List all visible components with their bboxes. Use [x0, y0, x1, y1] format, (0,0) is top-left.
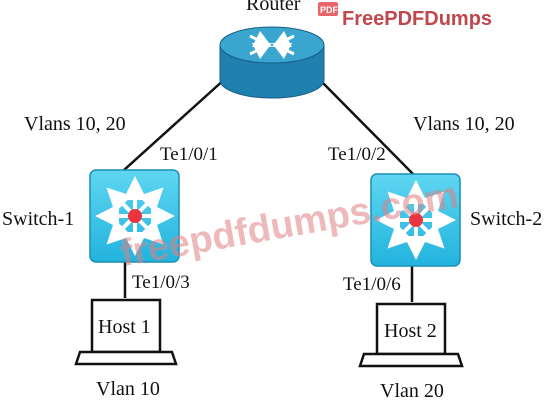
port-te101-label: Te1/0/1: [160, 144, 218, 165]
switch2-label: Switch-2: [470, 208, 542, 230]
link-router-switch2: [317, 77, 416, 177]
watermark-badge: PDF: [320, 5, 339, 15]
port-te103-label: Te1/0/3: [132, 272, 190, 293]
router-label: Router: [246, 0, 301, 15]
switch2-icon: [370, 173, 461, 267]
link-router-switch1: [123, 77, 227, 171]
router-icon: [219, 26, 325, 99]
host2-laptop-icon: [358, 302, 464, 368]
link-left-vlans-label: Vlans 10, 20: [24, 113, 126, 135]
switch1-icon: [89, 169, 180, 263]
host1-vlan-label: Vlan 10: [96, 378, 160, 400]
host2-vlan-label: Vlan 20: [380, 380, 444, 400]
port-te102-label: Te1/0/2: [328, 144, 386, 165]
host2-label: Host 2: [384, 320, 437, 342]
switch1-label: Switch-1: [2, 208, 74, 230]
host1-laptop-icon: [74, 298, 178, 366]
link-right-vlans-label: Vlans 10, 20: [413, 113, 515, 135]
watermark-logo: PDF FreePDFDumps: [318, 2, 492, 30]
watermark-brand: FreePDFDumps: [342, 8, 492, 30]
port-te106-label: Te1/0/6: [343, 274, 401, 295]
host1-label: Host 1: [98, 316, 151, 338]
pdf-badge-icon: [318, 2, 338, 16]
